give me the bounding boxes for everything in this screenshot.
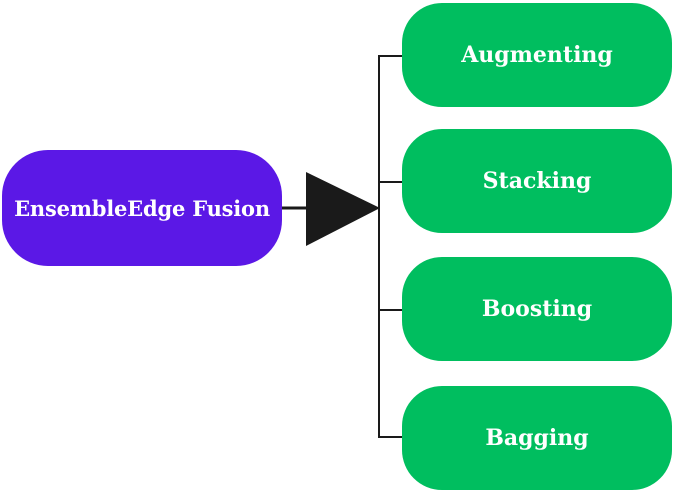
child-node-label: Augmenting: [461, 42, 613, 68]
arrowhead-icon: [306, 172, 380, 246]
child-node-stacking: Stacking: [402, 129, 672, 233]
child-node-bagging: Bagging: [402, 386, 672, 490]
child-node-boosting: Boosting: [402, 257, 672, 361]
child-node-augmenting: Augmenting: [402, 3, 672, 107]
child-node-label: Boosting: [481, 296, 593, 322]
root-node-label: EnsembleEdge Fusion: [14, 195, 270, 221]
root-node-ensembleedge-fusion: EnsembleEdge Fusion: [2, 150, 282, 266]
child-node-label: Bagging: [485, 425, 589, 451]
child-node-label: Stacking: [482, 168, 592, 194]
